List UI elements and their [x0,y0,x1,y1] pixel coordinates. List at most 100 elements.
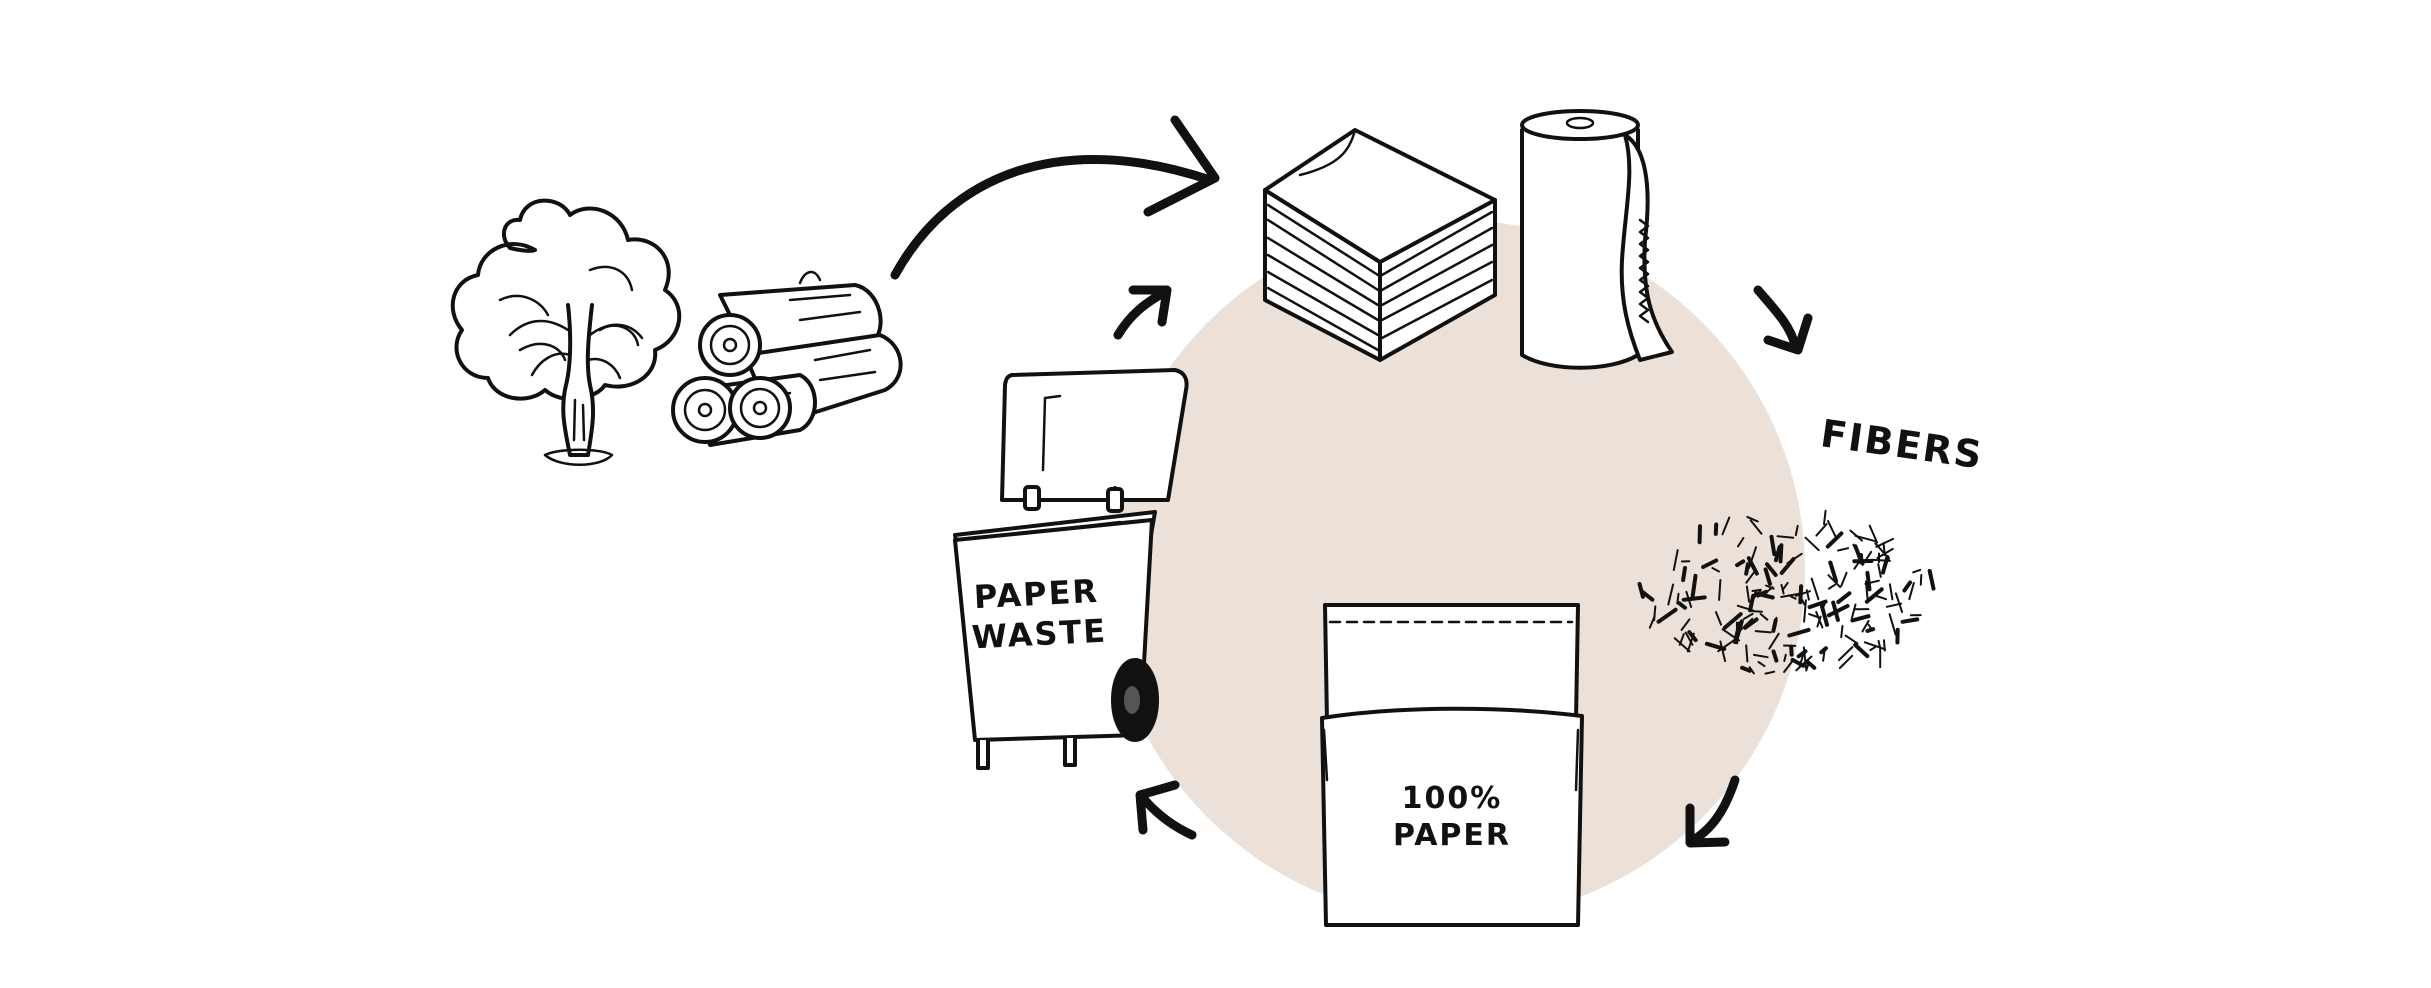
fiber-strand [1677,601,1687,610]
fiber-strand [1900,617,1920,624]
fiber-strand [1745,585,1751,603]
fiber-strand [1680,618,1691,631]
fiber-strand [1765,584,1775,590]
fiber-strand [1759,613,1769,621]
fiber-strand [1735,559,1746,568]
fiber-strand [1686,632,1695,653]
fiber-strand [1927,569,1936,591]
arrow-to-paper-products [890,115,1220,280]
fiber-strand [1840,625,1844,639]
fiber-strand [1667,583,1675,606]
fiber-strand [1853,559,1862,570]
fiber-strand [1823,509,1827,526]
fiber-strand [1861,619,1870,633]
fiber-strand [1771,649,1779,663]
fiber-strand [1826,604,1850,618]
fiber-strand [1717,639,1736,653]
fiber-strand [1763,567,1772,586]
fiber-strand [1746,515,1759,523]
fiber-strand [1828,560,1839,584]
fiber-strand [1864,580,1869,601]
fiber-strand [1810,577,1820,601]
fiber-strand [1753,653,1769,659]
fiber-strand [1753,591,1775,600]
tree-icon [450,198,682,466]
fiber-strand [1825,531,1844,549]
fiber-strand [1789,644,1794,657]
fiber-strand [1888,613,1897,636]
fiber-strand [1690,573,1698,598]
fiber-strand [1701,558,1719,569]
fibers-icon [1637,509,1936,675]
fiber-strand [1853,544,1863,563]
fiber-strand [1795,655,1813,672]
fiber-strand [1881,555,1890,575]
bin-label-line1: PAPER [973,572,1100,617]
fiber-strand [1831,600,1840,622]
fiber-strand [1844,634,1859,645]
fiber-strand [1864,587,1884,604]
fiber-strand [1740,665,1752,673]
bag-label-line1: 100% [1402,781,1503,816]
recycling-bin-icon: PAPER WASTE [953,368,1189,770]
fiber-strand [1681,566,1687,583]
fiber-strand [1754,630,1772,634]
fiber-strand [1768,632,1780,650]
fiber-strand [1653,605,1657,622]
cycle-background-circle [1105,220,1805,920]
fiber-strand [1837,646,1854,662]
fiber-strand [1850,614,1871,623]
fiber-strand [1757,661,1766,668]
fiber-strand [1780,592,1800,598]
logs-icon [671,270,903,447]
fiber-strand [1746,556,1759,576]
fiber-strand [1721,628,1741,642]
fiber-strand [1877,639,1881,649]
fiber-strand [1745,570,1756,584]
fiber-strand [1894,592,1904,613]
fiber-strand [1819,646,1828,655]
fiber-strand [1807,599,1828,610]
fiber-strand [1769,534,1777,557]
fiber-strand [1743,617,1759,630]
bin-label-line2: WASTE [971,611,1108,656]
fiber-strand [1837,547,1850,552]
fiber-strand [1744,562,1750,576]
fiber-strand [1820,604,1829,627]
fiber-strand [1869,645,1877,652]
fiber-strand [1863,641,1887,651]
fiber-strand [1804,536,1820,552]
fiber-strand [1827,574,1842,589]
fiber-strand [1838,654,1854,669]
fiber-strand [1681,595,1707,602]
fiber-strand [1721,516,1731,536]
arrow-to-recycling-bin [1135,780,1197,840]
fiber-strand [1722,612,1743,630]
fiber-strand [1776,535,1795,539]
fiber-strand [1885,602,1903,608]
fiber-strand [1803,599,1807,623]
fiber-strand [1790,657,1806,668]
arrow-to-fibers [1753,285,1813,355]
fiber-strand [1902,580,1913,593]
fiber-strand [1850,603,1857,620]
fiber-strand [1822,648,1826,662]
fiber-strand [1749,519,1763,535]
fiber-strand [1773,545,1782,563]
fiber-strand [1802,646,1808,670]
fiber-strand [1782,581,1789,591]
fiber-strand [1786,552,1803,565]
fiber-strand [1748,666,1755,675]
fiber-strand [1742,612,1754,620]
fiber-strand [1908,582,1915,601]
fiber-strand [1875,537,1895,548]
fibers-label: FIBERS [1818,411,1986,477]
fiber-strand [1888,583,1894,601]
fiber-strand [1877,563,1882,578]
fiber-strand [1719,640,1727,663]
fiber-strand [1637,581,1645,599]
bag-label-line2: PAPER [1393,818,1511,853]
fiber-strand [1787,627,1811,638]
fiber-strand [1815,523,1828,537]
